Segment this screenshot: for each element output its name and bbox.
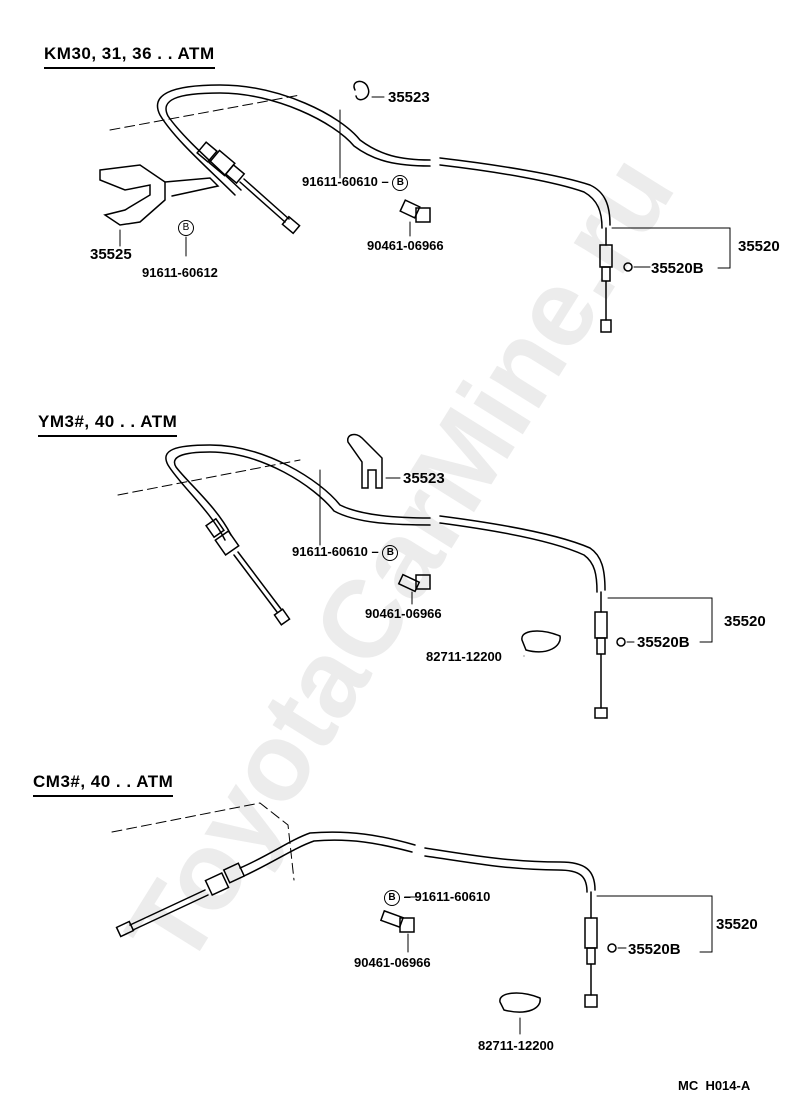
section-1-cable-sub-ring xyxy=(623,262,633,272)
section-1-bracket-35525 xyxy=(99,164,220,226)
section-2-bolt-mark: B xyxy=(382,544,399,561)
section-1-label-bracket: 35525 xyxy=(90,246,132,263)
section-3-label-cable-assy: 35520 xyxy=(716,916,758,933)
section-2-centerline xyxy=(117,459,301,496)
section-3-cable xyxy=(239,831,596,893)
section-2-clip-90461 xyxy=(397,573,431,593)
section-2-cable-sub-ring xyxy=(616,637,626,647)
section-1-heading: KM30, 31, 36 . . ATM xyxy=(44,44,215,69)
section-3-label-cable-sub: 35520B xyxy=(628,941,681,958)
section-2-bolt-number: 91611-60610 xyxy=(292,544,368,559)
section-3-clamp-82711 xyxy=(499,992,541,1013)
section-3-cable-sub-ring xyxy=(607,943,617,953)
section-3-centerline xyxy=(111,802,295,881)
section-2-label-bolt: 91611-60610 – B xyxy=(292,544,399,561)
section-2-grommet-clip xyxy=(347,433,383,489)
section-2-left-end-fitting xyxy=(205,517,291,626)
section-3-label-bolt: B – 91611-60610 xyxy=(384,889,490,906)
section-3-left-end-fitting xyxy=(115,862,246,938)
section-1-right-end-fitting xyxy=(599,227,613,333)
section-2-label-cable-sub: 35520B xyxy=(637,634,690,651)
section-2-right-end-fitting xyxy=(594,591,608,719)
section-1-bracket-bolt-mark: B xyxy=(178,220,194,236)
section-2-clamp-82711 xyxy=(521,630,561,653)
section-1-leaders xyxy=(119,96,731,269)
section-3-heading: CM3#, 40 . . ATM xyxy=(33,772,174,797)
section-2-label-clip: 90461-06966 xyxy=(365,606,442,621)
section-2-label-grommet-clip: 35523 xyxy=(403,470,445,487)
section-1-bolt-number: 91611-60610 xyxy=(302,174,378,189)
section-2-heading: YM3#, 40 . . ATM xyxy=(38,412,178,437)
section-3-label-clamp: 82711-12200 xyxy=(478,1038,554,1053)
section-1-label-clip: 90461-06966 xyxy=(367,238,444,253)
section-3-drawing xyxy=(111,802,713,1035)
section-1-centerline xyxy=(109,94,301,131)
section-1-grommet-clip xyxy=(353,80,370,101)
section-1-label-bracket-bolt: 91611-60612 xyxy=(142,265,218,280)
section-3-bolt-mark: B xyxy=(384,889,400,906)
section-1-label-cable-assy: 35520 xyxy=(738,238,780,255)
section-1-clip-90461 xyxy=(399,199,431,223)
section-3-right-end-fitting xyxy=(584,891,598,1008)
section-1-label-cable-sub: 35520B xyxy=(651,260,704,277)
diagram-code: MC H014-A xyxy=(678,1078,751,1093)
section-1-label-bolt: 91611-60610 – B xyxy=(302,174,409,191)
section-2-leaders xyxy=(319,469,713,657)
section-3-label-clip: 90461-06966 xyxy=(354,955,431,970)
section-1-left-end-fitting xyxy=(196,141,301,235)
section-1-label-grommet-clip: 35523 xyxy=(388,89,430,106)
section-1-bolt-mark: B xyxy=(392,174,409,191)
section-2-drawing xyxy=(117,433,713,719)
section-3-bolt-number: 91611-60610 xyxy=(414,889,491,904)
section-1-drawing xyxy=(99,80,731,333)
section-1-cable xyxy=(156,84,611,229)
section-3-leaders xyxy=(404,895,713,1035)
section-2-label-clamp: 82711-12200 xyxy=(426,649,502,664)
section-2-label-cable-assy: 35520 xyxy=(724,613,766,630)
section-3-clip-90461 xyxy=(379,909,415,933)
section-2-cable xyxy=(165,444,606,593)
